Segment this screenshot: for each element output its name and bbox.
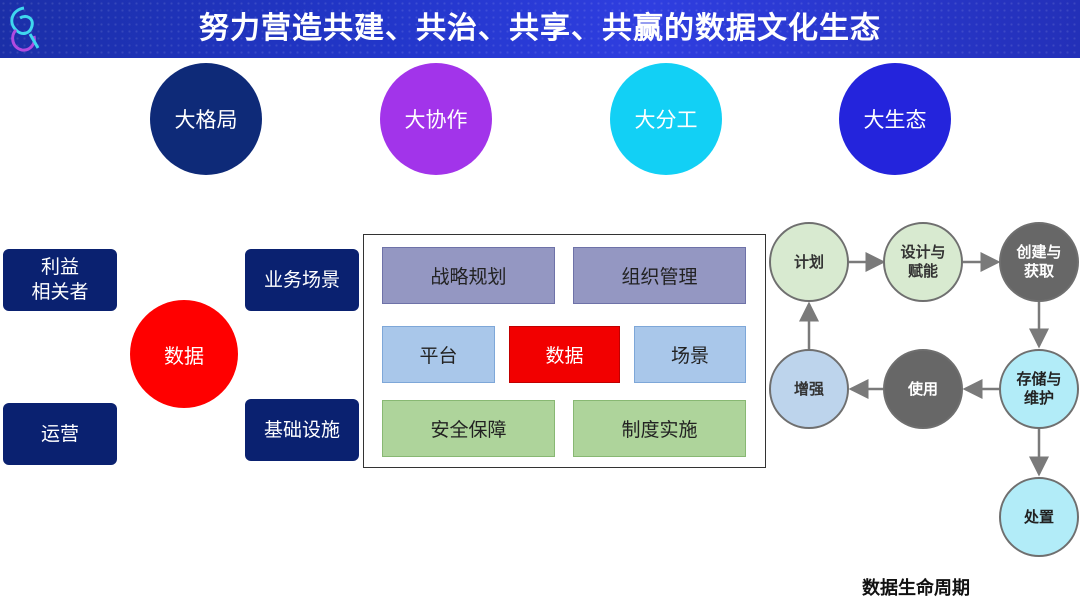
framework-data: 数据 <box>509 326 620 383</box>
lifecycle-caption: 数据生命周期 <box>862 578 970 599</box>
pillar-division-of-labor: 大分工 <box>610 63 722 175</box>
node-operations: 运营 <box>3 403 117 465</box>
pillar-big-picture: 大格局 <box>150 63 262 175</box>
node-business-scenarios: 业务场景 <box>245 249 359 311</box>
lifecycle-design-enable: 设计与 赋能 <box>883 222 963 302</box>
header-bar <box>0 0 1080 58</box>
node-stakeholders: 利益 相关者 <box>3 249 117 311</box>
brand-logo-icon <box>10 6 40 52</box>
lifecycle-use: 使用 <box>883 349 963 429</box>
framework-security: 安全保障 <box>382 400 555 457</box>
lifecycle-store-maintain: 存储与 维护 <box>999 349 1079 429</box>
pillar-ecosystem: 大生态 <box>839 63 951 175</box>
lifecycle-create-acquire: 创建与 获取 <box>999 222 1079 302</box>
framework-platform: 平台 <box>382 326 495 383</box>
framework-policy-implementation: 制度实施 <box>573 400 746 457</box>
lifecycle-plan: 计划 <box>769 222 849 302</box>
lifecycle-enhance: 增强 <box>769 349 849 429</box>
node-infrastructure: 基础设施 <box>245 399 359 461</box>
lifecycle-dispose: 处置 <box>999 477 1079 557</box>
framework-scenario: 场景 <box>634 326 746 383</box>
ecosystem-center-data: 数据 <box>130 300 238 408</box>
framework-strategy-planning: 战略规划 <box>382 247 555 304</box>
framework-org-management: 组织管理 <box>573 247 746 304</box>
page-title: 努力营造共建、共治、共享、共赢的数据文化生态 <box>199 11 881 46</box>
pillar-collaboration: 大协作 <box>380 63 492 175</box>
